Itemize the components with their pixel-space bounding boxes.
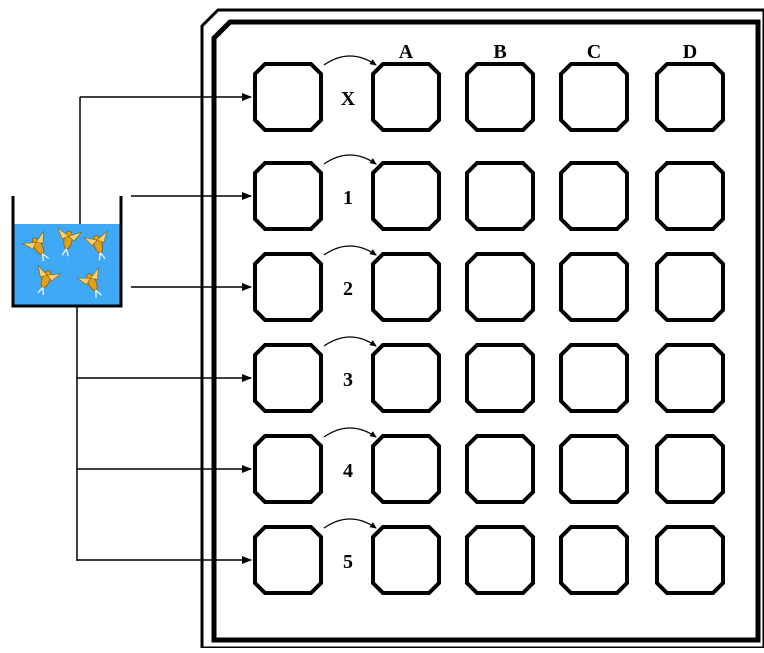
column-label: A xyxy=(399,41,414,63)
column-label: D xyxy=(683,41,697,63)
source-well-5 xyxy=(255,527,321,593)
well-4-D xyxy=(657,436,723,502)
wells-group xyxy=(255,64,723,593)
well-3-D xyxy=(657,345,723,411)
well-2-B xyxy=(467,254,533,320)
well-1-B xyxy=(467,163,533,229)
well-X-C xyxy=(561,64,627,130)
well-5-B xyxy=(467,527,533,593)
well-4-C xyxy=(561,436,627,502)
water-container xyxy=(13,196,121,306)
well-1-D xyxy=(657,163,723,229)
well-X-B xyxy=(467,64,533,130)
column-label: C xyxy=(587,41,601,63)
source-well-1 xyxy=(255,163,321,229)
well-X-A xyxy=(373,64,439,130)
feed-arrows xyxy=(77,97,251,560)
row-label: 5 xyxy=(343,551,353,573)
well-X-D xyxy=(657,64,723,130)
source-well-4 xyxy=(255,436,321,502)
source-well-X xyxy=(255,64,321,130)
well-2-A xyxy=(373,254,439,320)
source-well-2 xyxy=(255,254,321,320)
transfer-arrow xyxy=(324,246,376,255)
row-label: 2 xyxy=(343,278,353,300)
row-label: X xyxy=(341,88,356,110)
well-plate: A B C D X 1 2 3 4 5 xyxy=(202,10,764,648)
well-5-D xyxy=(657,527,723,593)
transfer-arrow xyxy=(324,56,376,65)
row-label: 1 xyxy=(343,187,353,209)
well-1-C xyxy=(561,163,627,229)
transfer-arrow xyxy=(324,337,376,346)
row-label: 3 xyxy=(343,369,353,391)
column-label: B xyxy=(493,41,506,63)
transfer-arrow xyxy=(324,428,376,437)
well-1-A xyxy=(373,163,439,229)
transfer-arrow xyxy=(324,519,376,528)
source-well-3 xyxy=(255,345,321,411)
well-3-C xyxy=(561,345,627,411)
column-labels: A B C D xyxy=(399,41,697,63)
well-3-A xyxy=(373,345,439,411)
well-5-C xyxy=(561,527,627,593)
well-2-D xyxy=(657,254,723,320)
well-3-B xyxy=(467,345,533,411)
distribution-lines xyxy=(77,97,251,561)
row-label: 4 xyxy=(343,460,353,482)
row-labels: X 1 2 3 4 5 xyxy=(341,88,356,573)
transfer-arrow xyxy=(324,155,376,164)
well-4-B xyxy=(467,436,533,502)
well-5-A xyxy=(373,527,439,593)
well-4-A xyxy=(373,436,439,502)
well-2-C xyxy=(561,254,627,320)
